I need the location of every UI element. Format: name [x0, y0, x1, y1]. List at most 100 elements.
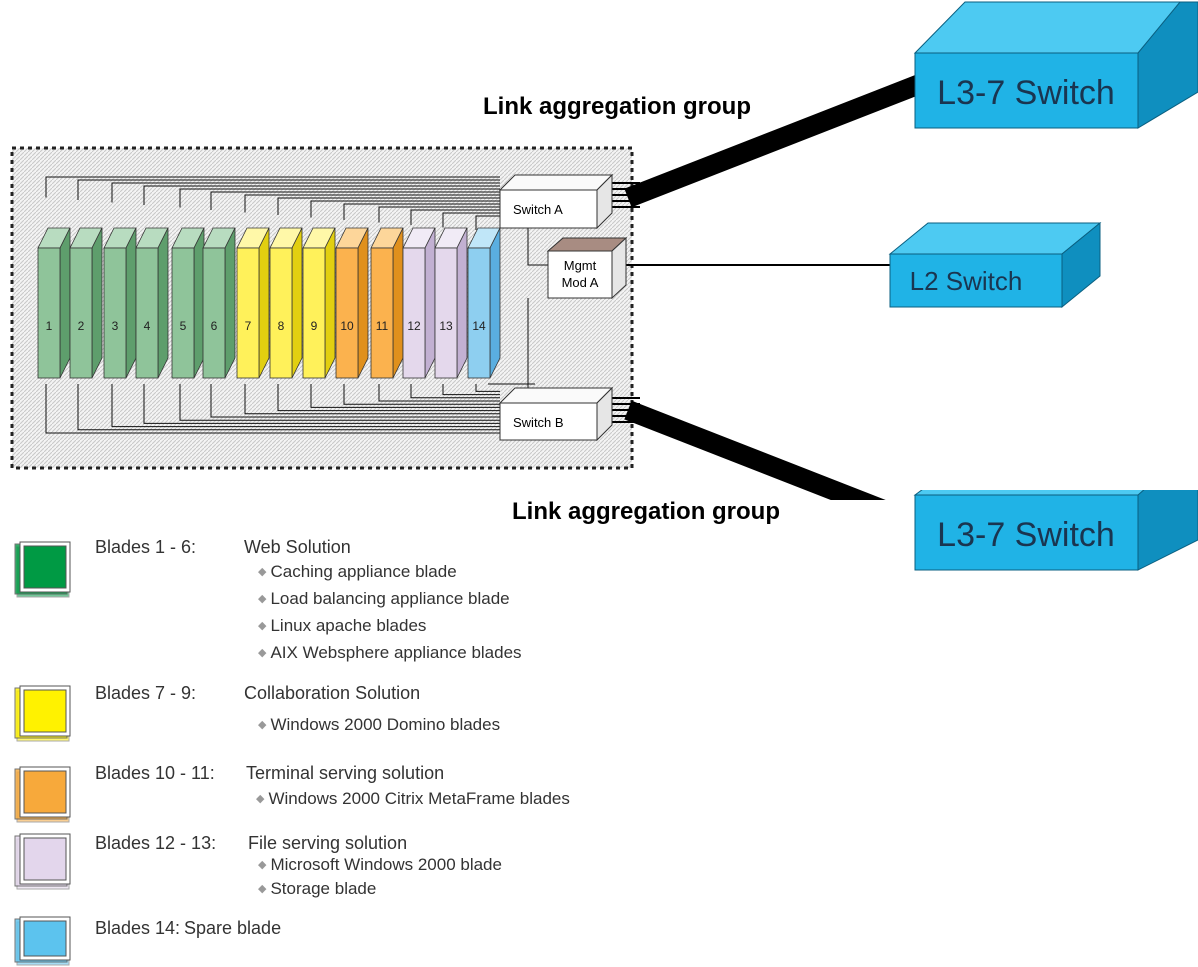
blade-11: 11	[370, 227, 404, 379]
legend-swatch-terminal	[14, 766, 71, 823]
blade-5: 5	[171, 227, 205, 379]
blade-uplink-b	[179, 384, 500, 421]
blade-side	[424, 227, 436, 379]
switch-a: Switch A	[498, 173, 614, 230]
swatch-color	[23, 920, 67, 957]
blade-number-label: 10	[340, 319, 354, 333]
blade-front	[467, 247, 491, 379]
blade-side	[291, 227, 303, 379]
blade-uplink-a	[343, 203, 500, 220]
blade-front	[302, 247, 326, 379]
blade-uplink-a	[442, 212, 500, 228]
lag-label-top: Link aggregation group	[483, 93, 751, 120]
blade-3: 3	[103, 227, 137, 379]
swatch-color	[23, 545, 67, 589]
blade-uplink-b	[143, 384, 500, 424]
blade-10: 10	[335, 227, 369, 379]
blade-uplink-a	[143, 185, 500, 205]
legend-blades-collab: Blades 7 - 9:	[95, 683, 197, 703]
blade-14: 14	[467, 227, 501, 379]
blade-uplink-a	[378, 206, 500, 223]
blade-uplink-a	[310, 200, 500, 218]
blade-number-label: 9	[311, 319, 318, 333]
switch-b-ports	[612, 397, 640, 423]
switch-b-label: Switch B	[513, 415, 564, 430]
blade-uplink-a	[210, 191, 500, 210]
blade-uplink-a	[45, 176, 500, 198]
blade-uplink-b	[378, 384, 500, 402]
blade-front	[434, 247, 458, 379]
blade-front	[269, 247, 293, 379]
blade-uplink-b	[77, 384, 500, 431]
blade-number-label: 1	[46, 319, 53, 333]
blade-8: 8	[269, 227, 303, 379]
blade-front	[402, 247, 426, 379]
blade-number-label: 11	[376, 319, 389, 333]
l3-switch-top-label: L3-7 Switch	[937, 74, 1115, 112]
blade-6: 6	[202, 227, 236, 379]
blade-uplink-b	[343, 384, 500, 405]
legend-blades-spare: Blades 14:	[95, 918, 181, 938]
blade-number-label: 8	[278, 319, 285, 333]
blade-uplink-b	[210, 384, 500, 418]
legend-title-web: Web Solution	[244, 537, 351, 557]
legend-item: ◆Storage blade	[258, 879, 377, 898]
blade-uplink-a	[410, 209, 500, 225]
switch-a-ports	[612, 182, 640, 208]
l2-switch-label: L2 Switch	[910, 266, 1023, 296]
legend-item: ◆Windows 2000 Domino blades	[258, 715, 501, 734]
blade-front	[69, 247, 93, 379]
swatch-color	[23, 689, 67, 733]
legend-swatch-web	[14, 541, 71, 598]
blade-number-label: 5	[180, 319, 187, 333]
mgmt-label-line2: Mod A	[562, 275, 599, 290]
blade-uplink-b	[45, 384, 500, 434]
blade-uplink-a	[244, 194, 500, 213]
legend-row-web: Blades 1 - 6: Web Solution ◆Caching appl…	[0, 537, 1198, 662]
legend-row-collab: Blades 7 - 9: Collaboration Solution ◆Wi…	[0, 683, 1198, 763]
blade-front	[135, 247, 159, 379]
blade-front	[335, 247, 359, 379]
legend-item: ◆AIX Websphere appliance blades	[258, 643, 522, 662]
legend-blades-file: Blades 12 - 13:	[95, 833, 217, 853]
swatch-color	[23, 770, 67, 814]
legend-title-spare: Spare blade	[184, 918, 282, 938]
legend-title-collab: Collaboration Solution	[244, 683, 421, 703]
legend-item: ◆Load balancing appliance blade	[258, 589, 510, 608]
blade-side	[224, 227, 236, 379]
blade-uplink-b	[475, 384, 500, 392]
blade-12: 12	[402, 227, 436, 379]
l3-switch-top: L3-7 Switch	[913, 1, 1198, 129]
mgmt-module-a: Mgmt Mod A	[546, 236, 628, 300]
blade-side	[91, 227, 103, 379]
switch-a-label: Switch A	[513, 202, 563, 217]
blade-uplink-a	[277, 197, 500, 215]
lag-trunk-top	[624, 70, 934, 208]
legend-row-spare: Blades 14: Spare blade	[0, 916, 1198, 967]
blade-number-label: 6	[211, 319, 218, 333]
legend-item: ◆Windows 2000 Citrix MetaFrame blades	[256, 789, 570, 808]
blade-side	[125, 227, 137, 379]
blade-uplink-b	[442, 384, 500, 396]
blade-uplink-b	[310, 384, 500, 408]
l3-switch-bottom-extension: L3-7 Switch	[913, 490, 1198, 571]
legend-swatch-spare	[14, 916, 71, 966]
legend-swatch-file	[14, 833, 71, 890]
blade-wiring	[45, 176, 548, 434]
legend-row-terminal: Blades 10 - 11: Terminal serving solutio…	[0, 763, 1198, 843]
blade-1: 1	[37, 227, 71, 379]
blade-number-label: 12	[407, 319, 421, 333]
blade-9: 9	[302, 227, 336, 379]
blade-13: 13	[434, 227, 468, 379]
blade-side	[193, 227, 205, 379]
mgmt-label-line1: Mgmt	[564, 258, 597, 273]
blade-uplink-a	[77, 179, 500, 200]
blade-uplink-b	[111, 384, 500, 428]
swatch-color	[23, 837, 67, 881]
blade-number-label: 2	[78, 319, 85, 333]
blade-front	[103, 247, 127, 379]
blade-front	[202, 247, 226, 379]
switch-b: Switch B	[498, 386, 614, 442]
svg-text:L3-7 Switch: L3-7 Switch	[937, 516, 1115, 554]
